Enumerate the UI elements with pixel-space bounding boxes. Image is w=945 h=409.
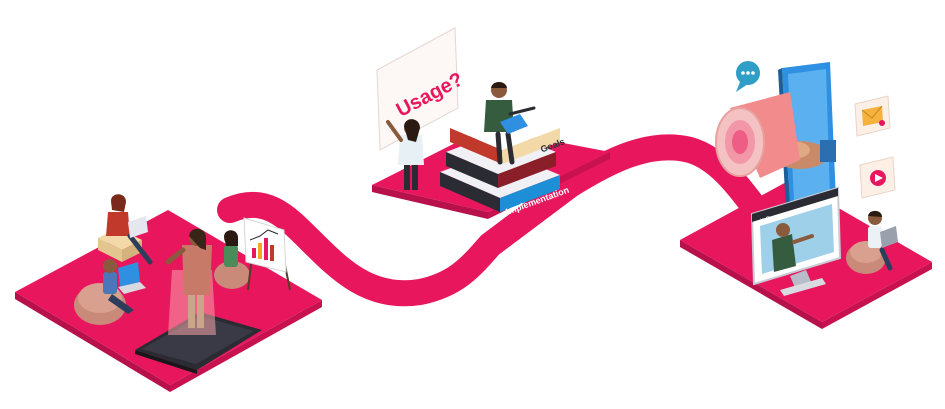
right-beanbag-man [846, 210, 898, 274]
middle-scene: Usage? Implementation Goals [376, 27, 570, 217]
tablet-icon [135, 312, 262, 374]
book-stack: Implementation Goals [440, 106, 570, 217]
beanbag-person [214, 230, 250, 289]
play-video-icon [859, 156, 896, 199]
beanbag-man [74, 259, 146, 325]
envelope-icon [854, 95, 891, 137]
chat-bubble-icon [736, 61, 760, 92]
left-platform [15, 210, 322, 385]
left-scene [74, 194, 291, 374]
laptop-icon [118, 262, 146, 294]
path-ribbon [217, 134, 773, 307]
sitting-woman [98, 194, 153, 265]
pointing-woman [386, 119, 424, 190]
video-call-monitor: X O — [750, 186, 842, 296]
right-scene: X O — [715, 61, 898, 296]
bar-chart-board-icon [243, 217, 291, 291]
laptop-icon [880, 226, 898, 248]
monitor-title-bar: X O — [760, 214, 779, 225]
laptop-icon [500, 106, 536, 134]
book-man [484, 82, 536, 165]
megaphone-icon [715, 92, 800, 178]
standing-woman [165, 228, 212, 328]
